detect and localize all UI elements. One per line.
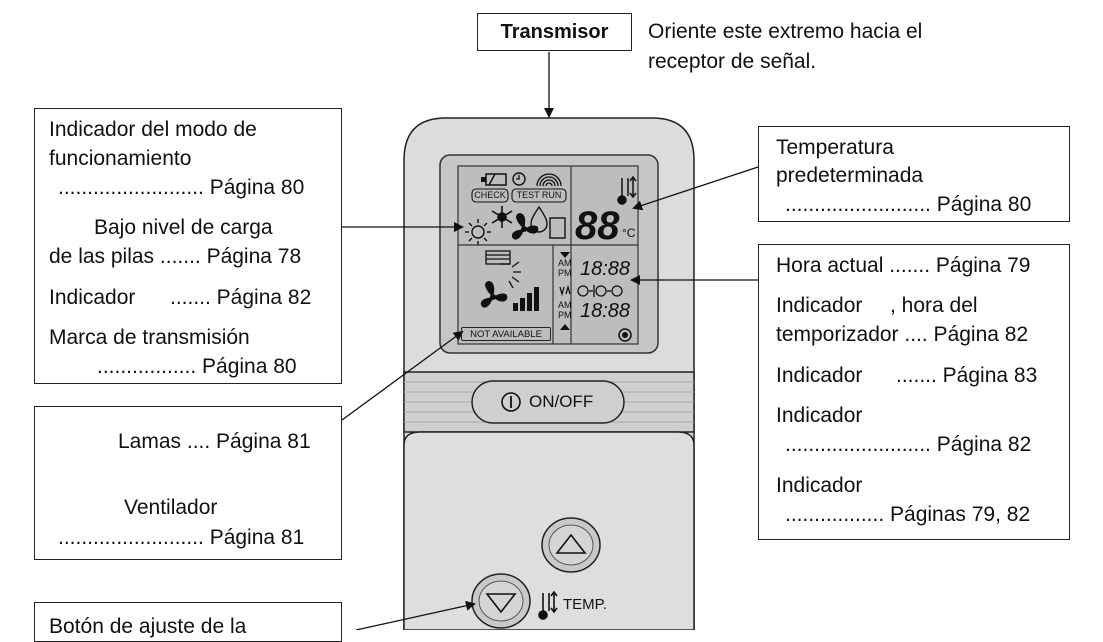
left-top-callout-box (34, 108, 342, 384)
lcd-timer-mark-icon (618, 328, 632, 342)
lcd-check-badge (471, 188, 509, 203)
operation-mode-label-line2: funcionamiento (49, 147, 192, 170)
lcd-pm-1: PM (558, 268, 572, 278)
operation-mode-label: Indicador del modo de (49, 118, 257, 141)
leader-lines (341, 52, 759, 630)
temp-label: TEMP. (563, 596, 607, 613)
lcd-cool-mode-icon (491, 206, 513, 228)
lcd-battery-icon (481, 173, 507, 186)
transmission-mark-page: ................. Página 80 (97, 355, 297, 378)
clock-indicator-page: ....... Página 82 (170, 286, 312, 309)
louver-label: Lamas .... Página 81 (118, 430, 311, 453)
left-middle-callout-box (34, 406, 342, 560)
lcd-louver-icon (485, 250, 521, 289)
lcd-heat-mode-icon (465, 219, 491, 245)
program-indicator-page: ......................... Página 82 (785, 433, 1032, 456)
transmitter-note-line2: receptor de señal. (648, 50, 817, 73)
lcd-transmission-icon (536, 173, 562, 187)
lcd-swing-icon (559, 284, 571, 297)
timer-indicator-suffix: , hora del (890, 294, 978, 317)
lcd-display (439, 154, 659, 354)
lcd-timer-digits: 18:88 (580, 300, 631, 322)
lcd-auto-mode-icon (549, 217, 566, 239)
temp-button-label: Botón de ajuste de la (49, 615, 247, 638)
swing-indicator-label: Indicador (776, 364, 863, 387)
lcd-set-temperature-icon (617, 175, 637, 205)
lcd-am-1: AM (558, 258, 572, 268)
lcd-fan-speed-icon (480, 281, 539, 311)
onoff-label: ON/OFF (529, 392, 594, 411)
lcd-temperature-digits: 88 (575, 204, 620, 248)
program-indicator-label: Indicador (776, 404, 863, 427)
right-bottom-callout-box (758, 244, 1070, 540)
set-temperature-label-line2: predeterminada (776, 164, 924, 187)
lcd-check-text: CHECK (474, 190, 506, 200)
arrow-indicator-label: Indicador (776, 474, 863, 497)
lcd-dry-mode-icon (530, 205, 548, 233)
lcd-clock-icon (512, 172, 526, 186)
fan-page: ......................... Página 81 (58, 526, 305, 549)
lcd-timer-down-arrow-icon (560, 252, 570, 258)
set-temperature-page: ......................... Página 80 (785, 193, 1032, 216)
temp-up-button[interactable] (541, 517, 601, 573)
transmitter-label-box: Transmisor (477, 13, 632, 51)
onoff-button[interactable] (471, 380, 625, 424)
lcd-temperature-unit: °C (622, 226, 636, 240)
lcd-test-run-badge (511, 188, 567, 203)
fan-label: Ventilador (124, 496, 218, 519)
timer-indicator-page: temporizador .... Página 82 (776, 323, 1029, 346)
lcd-timer-up-arrow-icon (560, 324, 570, 330)
current-time-label: Hora actual ....... Página 79 (776, 254, 1031, 277)
set-temperature-label: Temperatura (776, 136, 894, 159)
transmission-mark-label: Marca de transmisión (49, 326, 250, 349)
lcd-timer-program-icon (577, 285, 623, 297)
lcd-am-2: AM (558, 300, 572, 310)
timer-indicator-label: Indicador (776, 294, 863, 317)
lcd-test-run-text: TEST RUN (516, 190, 562, 200)
temp-down-button[interactable] (471, 573, 531, 629)
right-top-callout-box (758, 126, 1070, 222)
transmitter-note-line1: Oriente este extremo hacia el (648, 20, 923, 43)
battery-label-line2: de las pilas ....... Página 78 (49, 245, 302, 268)
swing-indicator-page: ....... Página 83 (896, 364, 1038, 387)
transmitter-label: Transmisor (500, 21, 609, 43)
lcd-pm-2: PM (558, 310, 572, 320)
lcd-current-time-digits: 18:88 (580, 258, 631, 280)
lcd-not-available: NOT AVAILABLE (461, 327, 551, 341)
clock-indicator-label: Indicador (49, 286, 136, 309)
battery-label: Bajo nivel de carga (94, 216, 273, 239)
operation-mode-page: ......................... Página 80 (58, 176, 305, 199)
arrow-indicator-page: ................. Páginas 79, 82 (785, 503, 1031, 526)
temp-thermometer-icon (538, 590, 558, 620)
